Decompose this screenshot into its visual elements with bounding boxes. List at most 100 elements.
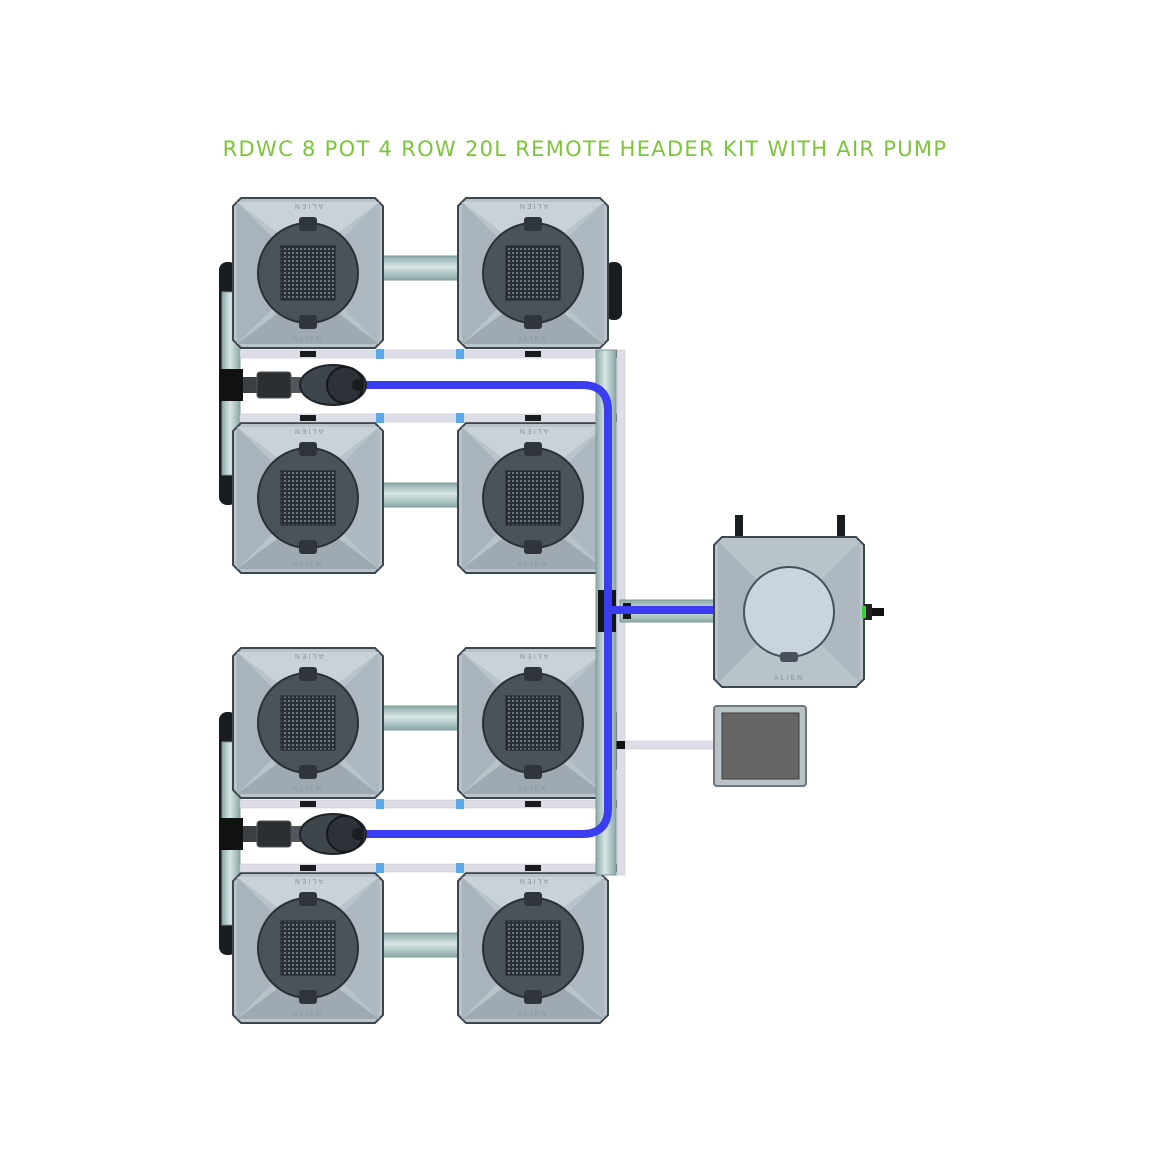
pump-outlet <box>352 828 364 840</box>
diagram-title: RDWC 8 POT 4 ROW 20L REMOTE HEADER KIT W… <box>222 137 948 161</box>
float-valve <box>864 604 872 620</box>
tank-facet <box>819 541 860 683</box>
pump-coupling <box>256 371 292 399</box>
lid-tab <box>524 540 542 554</box>
lid-tab <box>524 765 542 779</box>
pump-neck <box>291 826 301 842</box>
pot-link-pipe <box>374 255 466 281</box>
pot-link-pipe <box>374 482 466 508</box>
air-valve <box>300 801 316 807</box>
tank-brand-label: ALIEN <box>774 674 804 682</box>
air-valve <box>525 865 541 871</box>
lid-tab <box>299 442 317 456</box>
air-stone-connector <box>376 799 384 809</box>
lid-tab <box>299 990 317 1004</box>
pot-brand-label: ALIEN <box>293 1010 323 1018</box>
pot-brand-label: ALIEN <box>518 335 548 343</box>
tank-vent <box>837 515 845 539</box>
connecting-pipes <box>374 255 466 958</box>
tank-vent <box>735 515 743 539</box>
pot: ALIEN ALIEN <box>232 647 384 799</box>
header-tank: ALIEN <box>713 515 884 688</box>
air-stone-connector <box>456 349 464 359</box>
net-pot-mesh <box>505 695 561 751</box>
pump-outlet <box>352 379 364 391</box>
air-pump <box>713 705 807 787</box>
air-joint <box>615 741 625 749</box>
pot: ALIEN ALIEN <box>457 872 609 1024</box>
air-pump-top <box>721 712 800 780</box>
tank-lid <box>743 566 835 658</box>
lid-tab <box>524 442 542 456</box>
pot-brand-label: ALIEN <box>293 785 323 793</box>
water-line-lower <box>360 610 612 838</box>
tank-facet <box>718 541 759 683</box>
left-return-pipes <box>219 262 622 955</box>
air-valve <box>525 351 541 357</box>
pump-fitting <box>219 369 243 401</box>
pot-brand-label: ALIEN <box>518 202 548 210</box>
air-valve <box>300 865 316 871</box>
lid-tab <box>524 990 542 1004</box>
net-pot-mesh <box>505 470 561 526</box>
pot-brand-label: ALIEN <box>293 427 323 435</box>
air-stone-connector <box>376 863 384 873</box>
pump-fitting <box>219 818 243 850</box>
lid-tab <box>299 765 317 779</box>
lid-tab <box>524 667 542 681</box>
pipe-bracket <box>606 262 622 320</box>
net-pot-mesh <box>280 695 336 751</box>
lid-tab <box>299 217 317 231</box>
net-pot-mesh <box>505 245 561 301</box>
float-valve-indicator <box>862 606 866 618</box>
net-pot-mesh <box>505 920 561 976</box>
pot: ALIEN ALIEN <box>232 197 384 349</box>
pots-group: ALIEN ALIEN ALIEN ALIEN ALIEN ALIEN ALIEN ALIEN… <box>232 197 609 1024</box>
air-line <box>239 863 621 873</box>
lid-tab <box>524 892 542 906</box>
net-pot-mesh <box>280 920 336 976</box>
pot: ALIEN ALIEN <box>457 197 609 349</box>
pump-neck <box>291 377 301 393</box>
air-valve <box>300 351 316 357</box>
net-pot-mesh <box>280 470 336 526</box>
net-pot-mesh <box>280 245 336 301</box>
pot-brand-label: ALIEN <box>518 877 548 885</box>
pump-connector <box>243 826 257 842</box>
air-valve <box>525 801 541 807</box>
pot-brand-label: ALIEN <box>293 202 323 210</box>
pot-brand-label: ALIEN <box>518 560 548 568</box>
pot: ALIEN ALIEN <box>232 422 384 574</box>
pot-brand-label: ALIEN <box>518 785 548 793</box>
air-stone-connector <box>376 413 384 423</box>
air-stone-connector <box>456 863 464 873</box>
lid-tab <box>299 315 317 329</box>
air-valve <box>525 415 541 421</box>
water-line-upper <box>360 381 716 614</box>
main-manifold <box>360 349 719 876</box>
inline-pump <box>219 813 367 855</box>
pot-brand-label: ALIEN <box>518 1010 548 1018</box>
inline-pump <box>219 364 367 406</box>
lid-tab <box>299 540 317 554</box>
air-stone-connector <box>456 413 464 423</box>
inline-pumps <box>219 364 367 855</box>
lid-tab <box>299 667 317 681</box>
pot-brand-label: ALIEN <box>293 560 323 568</box>
air-line <box>239 349 621 359</box>
pump-connector <box>243 377 257 393</box>
air-stone-connector <box>456 799 464 809</box>
pot-link-pipe <box>374 932 466 958</box>
pump-coupling <box>256 820 292 848</box>
air-line <box>239 799 621 809</box>
pot-brand-label: ALIEN <box>293 652 323 660</box>
air-line <box>239 413 621 423</box>
lid-tab <box>780 652 798 662</box>
air-valve <box>300 415 316 421</box>
lid-tab <box>524 217 542 231</box>
float-valve-stem <box>872 608 884 616</box>
pot-brand-label: ALIEN <box>293 335 323 343</box>
